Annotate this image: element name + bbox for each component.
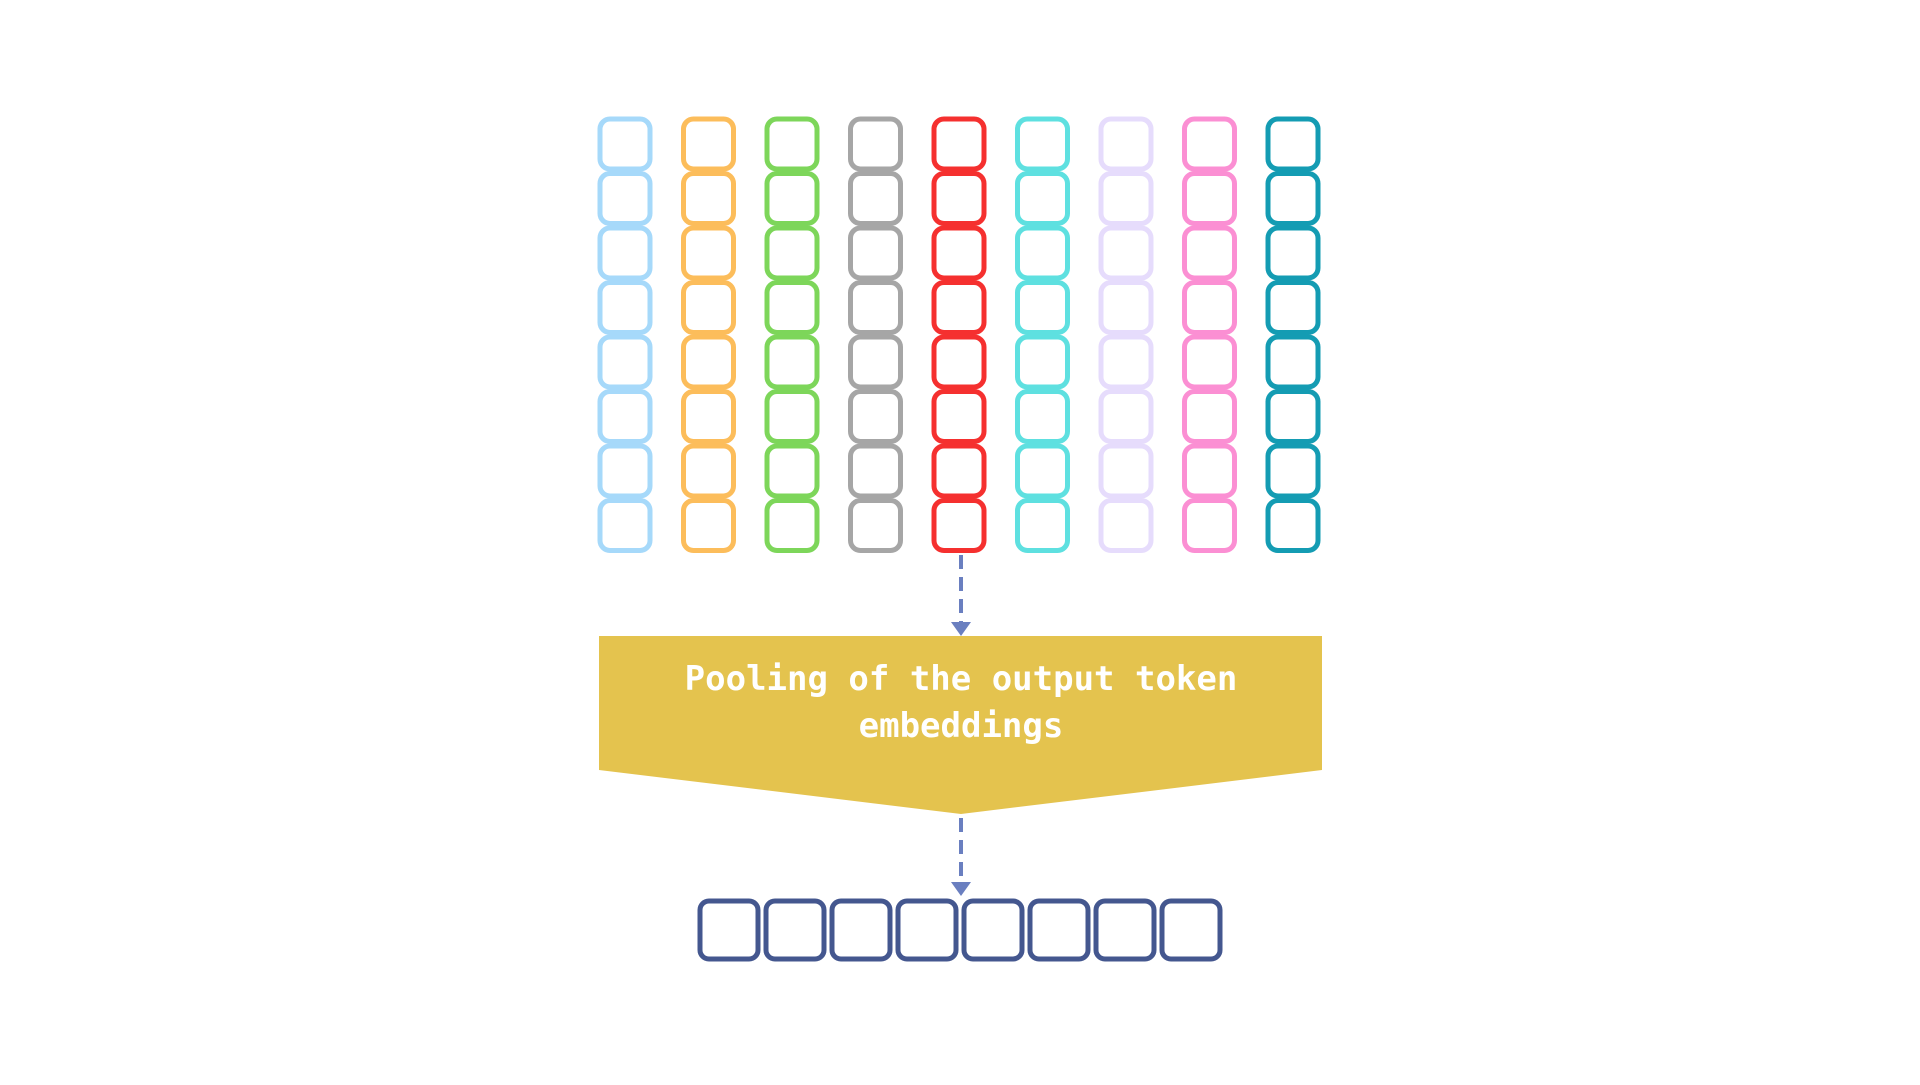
output-cell bbox=[895, 898, 959, 962]
token-cell bbox=[764, 389, 820, 444]
token-cell bbox=[597, 116, 653, 172]
token-cell bbox=[1098, 280, 1154, 335]
token-cell bbox=[848, 389, 903, 444]
token-cell bbox=[1015, 334, 1070, 390]
token-cell bbox=[681, 443, 736, 499]
output-cell bbox=[1093, 898, 1157, 962]
token-cell bbox=[931, 280, 987, 335]
token-cell bbox=[764, 225, 820, 281]
token-cell bbox=[931, 171, 987, 226]
output-cell bbox=[1027, 898, 1091, 962]
token-cell bbox=[597, 334, 653, 390]
token-cell bbox=[1182, 389, 1237, 444]
token-cell bbox=[1182, 225, 1237, 281]
token-cell bbox=[1015, 171, 1070, 226]
token-cell bbox=[848, 334, 903, 390]
arrow-to-pooling-head bbox=[951, 622, 971, 636]
token-cell bbox=[1182, 334, 1237, 390]
token-cell bbox=[931, 443, 987, 499]
token-cell bbox=[1098, 171, 1154, 226]
token-cell bbox=[1265, 389, 1321, 444]
token-cell bbox=[848, 280, 903, 335]
token-cell bbox=[848, 171, 903, 226]
token-column bbox=[848, 116, 903, 553]
token-cell bbox=[1182, 116, 1237, 172]
token-cell bbox=[1098, 116, 1154, 172]
output-embedding bbox=[697, 898, 1223, 962]
token-cell bbox=[681, 171, 736, 226]
token-cell bbox=[931, 498, 987, 553]
token-cell bbox=[597, 225, 653, 281]
token-cell bbox=[597, 498, 653, 553]
token-column bbox=[1182, 116, 1237, 553]
token-cell bbox=[764, 171, 820, 226]
token-cell bbox=[1098, 334, 1154, 390]
token-cell bbox=[597, 389, 653, 444]
token-cell bbox=[681, 334, 736, 390]
token-cell bbox=[931, 334, 987, 390]
token-column bbox=[931, 116, 987, 553]
token-cell bbox=[1182, 171, 1237, 226]
token-cell bbox=[681, 389, 736, 444]
token-cell bbox=[1265, 280, 1321, 335]
token-column bbox=[1098, 116, 1154, 553]
output-cell bbox=[829, 898, 893, 962]
output-cell bbox=[763, 898, 827, 962]
output-cell bbox=[961, 898, 1025, 962]
output-cell bbox=[697, 898, 761, 962]
token-cell bbox=[931, 225, 987, 281]
token-cell bbox=[1015, 498, 1070, 553]
token-column bbox=[1265, 116, 1321, 553]
output-cell bbox=[1159, 898, 1223, 962]
token-cell bbox=[764, 443, 820, 499]
token-cell bbox=[681, 498, 736, 553]
token-cell bbox=[1015, 225, 1070, 281]
token-cell bbox=[1265, 334, 1321, 390]
token-cell bbox=[848, 225, 903, 281]
token-cell bbox=[681, 280, 736, 335]
token-cell bbox=[681, 225, 736, 281]
token-cell bbox=[1182, 280, 1237, 335]
token-cell bbox=[848, 498, 903, 553]
token-cell bbox=[1182, 498, 1237, 553]
token-cell bbox=[1098, 498, 1154, 553]
pooling-block bbox=[599, 636, 1322, 814]
token-cell bbox=[1265, 498, 1321, 553]
token-cell bbox=[1182, 443, 1237, 499]
token-embeddings-grid bbox=[597, 116, 1321, 553]
token-cell bbox=[1098, 443, 1154, 499]
token-cell bbox=[681, 116, 736, 172]
token-column bbox=[764, 116, 820, 553]
token-cell bbox=[597, 280, 653, 335]
token-cell bbox=[1265, 443, 1321, 499]
token-column bbox=[1015, 116, 1070, 553]
token-cell bbox=[1265, 225, 1321, 281]
pooling-label-line2: embeddings bbox=[859, 706, 1064, 746]
token-cell bbox=[1265, 171, 1321, 226]
token-cell bbox=[848, 116, 903, 172]
token-cell bbox=[1098, 225, 1154, 281]
token-cell bbox=[597, 171, 653, 226]
token-cell bbox=[1015, 116, 1070, 172]
token-cell bbox=[1265, 116, 1321, 172]
token-cell bbox=[597, 443, 653, 499]
token-cell bbox=[1015, 280, 1070, 335]
token-column bbox=[681, 116, 736, 553]
token-cell bbox=[1015, 443, 1070, 499]
token-cell bbox=[1015, 389, 1070, 444]
token-cell bbox=[764, 334, 820, 390]
token-cell bbox=[931, 389, 987, 444]
token-cell bbox=[1098, 389, 1154, 444]
token-cell bbox=[764, 280, 820, 335]
token-cell bbox=[848, 443, 903, 499]
token-column bbox=[597, 116, 653, 553]
token-cell bbox=[764, 116, 820, 172]
token-cell bbox=[764, 498, 820, 553]
arrow-to-output-head bbox=[951, 882, 971, 896]
token-cell bbox=[931, 116, 987, 172]
pooling-label-line1: Pooling of the output token bbox=[685, 659, 1238, 699]
